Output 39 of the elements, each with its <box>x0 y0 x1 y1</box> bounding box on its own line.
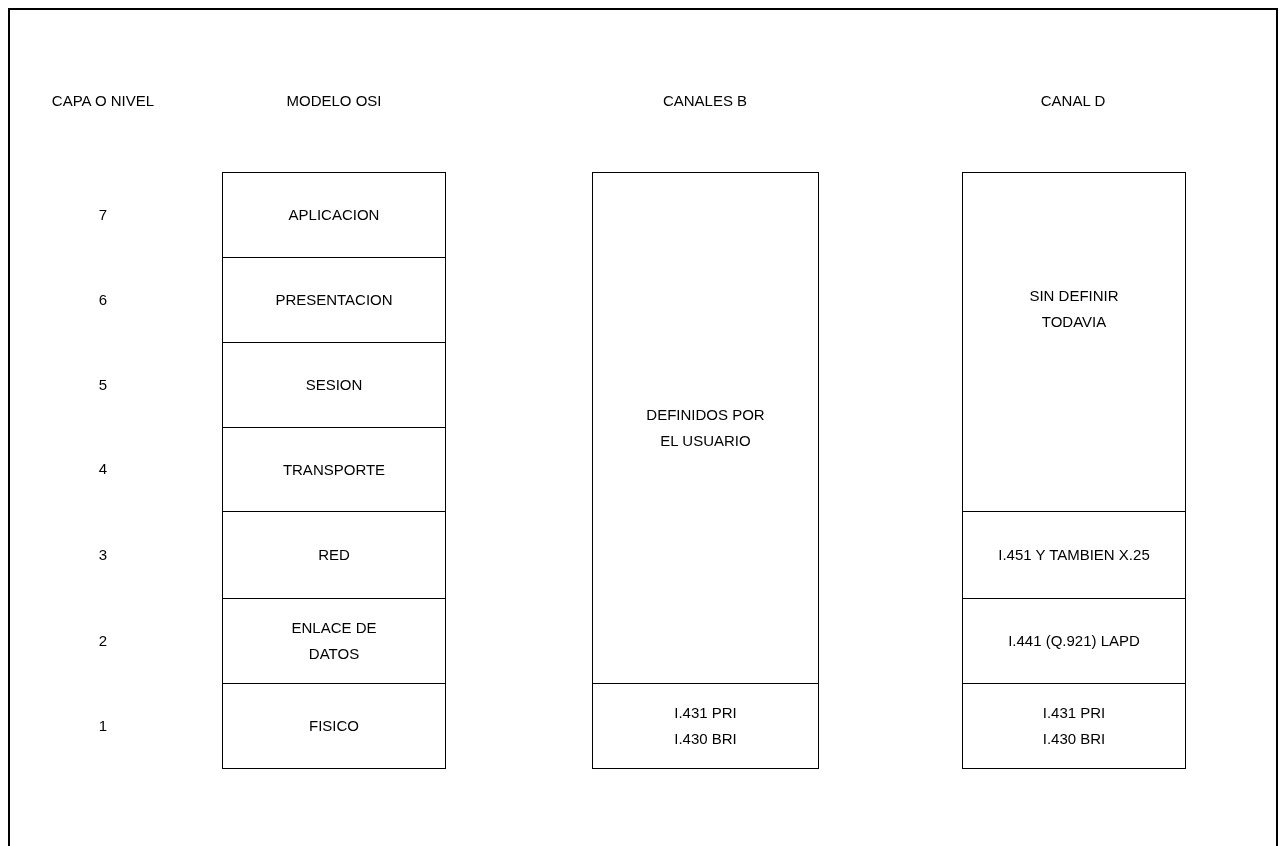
layer-box <box>222 683 446 769</box>
layer-box <box>222 172 446 258</box>
box-text: FISICO <box>309 716 359 736</box>
protocol-box <box>962 598 1186 684</box>
layer-box <box>222 342 446 428</box>
column-heading: MODELO OSI <box>286 92 382 109</box>
column-heading: CANALES B <box>662 92 748 109</box>
box-text: I.431 PRI <box>674 703 737 723</box>
layer-number: 4 <box>98 460 108 477</box>
layer-number: 2 <box>98 631 108 649</box>
layer-number: 7 <box>98 205 108 223</box>
box-text: APLICACION <box>288 205 380 225</box>
box-text: I.441 (Q.921) LAPD <box>1008 631 1140 651</box>
box-text: I.431 PRI <box>1042 703 1106 723</box>
protocol-box <box>962 172 1186 512</box>
layer-box <box>222 427 446 512</box>
layer-box <box>222 257 446 343</box>
layer-number: 5 <box>98 375 108 393</box>
box-text: I.430 BRI <box>1042 729 1106 749</box>
layer-box <box>222 598 446 684</box>
layer-number: 3 <box>98 545 108 563</box>
protocol-box <box>962 511 1186 599</box>
protocol-box <box>592 683 819 769</box>
box-text: SESION <box>305 375 363 395</box>
box-text: SIN DEFINIR TODAVIA <box>1028 286 1120 332</box>
layer-number: 1 <box>98 716 108 734</box>
column-heading: CAPA O NIVEL <box>51 92 155 109</box>
protocol-box <box>592 172 819 684</box>
box-text: ENLACE DE DATOS <box>290 618 378 664</box>
box-text: DEFINIDOS POR EL USUARIO <box>645 405 766 451</box>
box-text: I.451 Y TAMBIEN X.25 <box>998 545 1150 565</box>
box-text: PRESENTACION <box>275 290 393 310</box>
layer-box <box>222 511 446 599</box>
column-heading: CANAL D <box>1040 92 1106 109</box>
box-text: I.430 BRI <box>674 729 737 749</box>
layer-number: 6 <box>98 290 108 308</box>
box-text: RED <box>318 545 350 565</box>
box-text: TRANSPORTE <box>282 459 386 480</box>
protocol-box <box>962 683 1186 769</box>
